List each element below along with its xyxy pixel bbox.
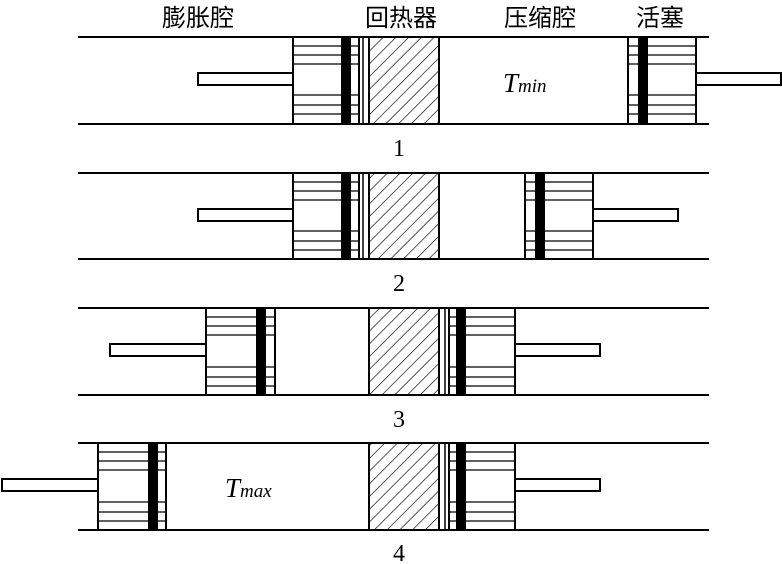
expansion-piston	[197, 36, 360, 125]
regenerator	[368, 172, 440, 260]
stage-3: 3	[78, 307, 709, 433]
stage-number: 3	[393, 407, 405, 433]
label-compression-space: 压缩腔	[504, 4, 576, 32]
stage-1: Tmin 1	[78, 36, 782, 162]
compression-piston	[448, 442, 601, 531]
compression-piston	[524, 172, 679, 260]
label-expansion-space: 膨胀腔	[162, 4, 234, 32]
label-piston: 活塞	[636, 4, 684, 32]
expansion-piston	[1, 442, 167, 531]
stage-4: Tmax 4	[1, 442, 709, 564]
compression-piston	[627, 36, 782, 125]
stage-number: 2	[393, 271, 405, 297]
regenerator	[368, 36, 440, 125]
stage-number: 4	[393, 541, 405, 564]
label-regenerator: 回热器	[365, 4, 437, 32]
expansion-piston	[109, 307, 276, 396]
temperature-max: Tmax	[225, 473, 272, 503]
compression-piston	[448, 307, 601, 396]
expansion-piston	[197, 172, 360, 260]
stage-2: 2	[78, 172, 709, 297]
temperature-min: Tmin	[503, 68, 547, 98]
stage-number: 1	[393, 136, 405, 162]
regenerator	[368, 307, 440, 396]
regenerator	[368, 442, 440, 531]
